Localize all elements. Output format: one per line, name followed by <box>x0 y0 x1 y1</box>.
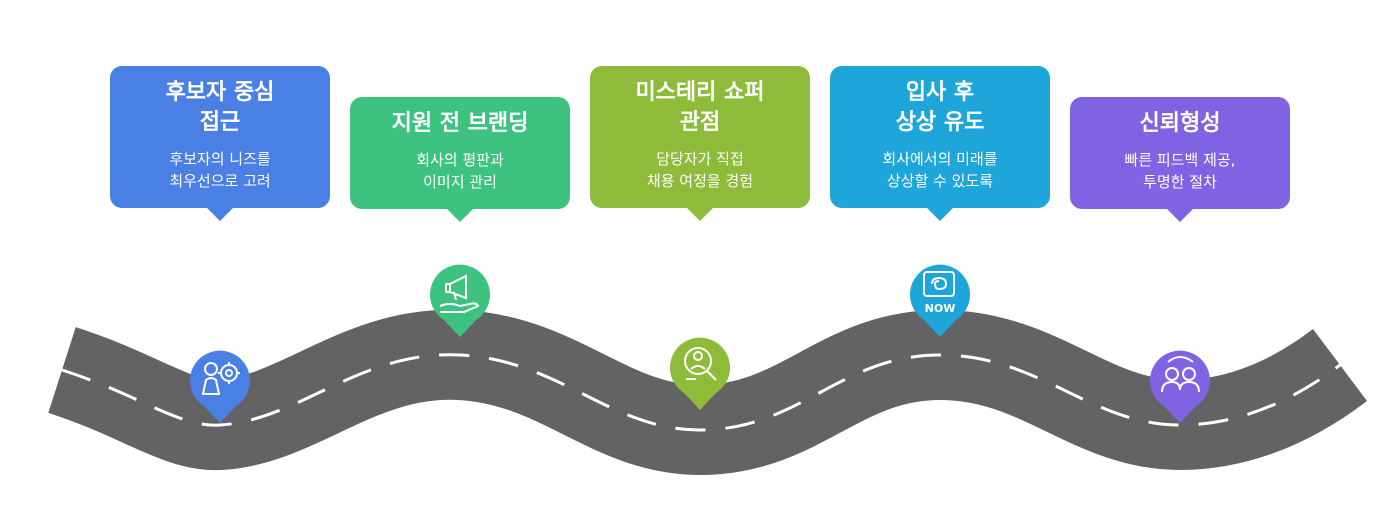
pin-4: NOW <box>910 264 970 337</box>
lane-markings <box>61 353 1341 432</box>
pin-5 <box>1150 350 1210 423</box>
hand-megaphone-icon <box>439 274 480 313</box>
now-future-icon <box>923 271 955 297</box>
pin-2 <box>430 264 490 337</box>
pin-3 <box>670 337 730 410</box>
people-trust-icon <box>1161 356 1200 393</box>
step-card-5: 신뢰형성 빠른 피드백 제공,투명한 절차 <box>1070 97 1290 222</box>
step-5-title: 신뢰형성 <box>1139 111 1221 136</box>
person-target-icon <box>201 362 240 395</box>
magnifier-person-icon <box>684 347 717 381</box>
pin-1 <box>190 350 250 423</box>
step-2-title: 지원 전 브랜딩 <box>391 111 529 136</box>
now-label: NOW <box>925 302 956 315</box>
step-5-description: 빠른 피드백 제공,투명한 절차 <box>1124 151 1236 191</box>
